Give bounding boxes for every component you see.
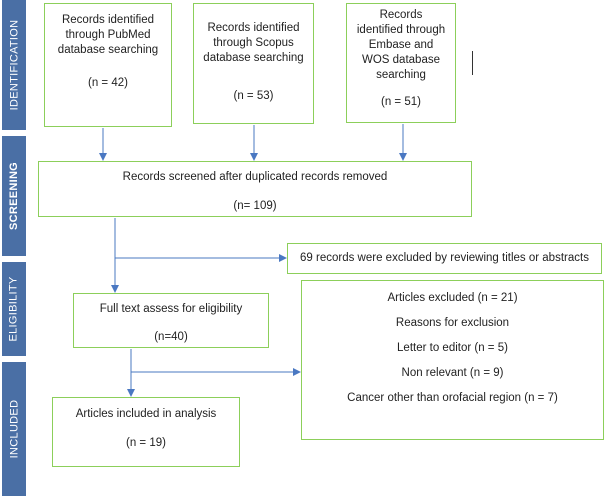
stage-eligibility: ELIGIBILITY bbox=[2, 262, 26, 356]
box-fulltext-text: Full text assess for eligibility bbox=[99, 303, 243, 315]
box-excluded-titles-text: 69 records were excluded by reviewing ti… bbox=[300, 252, 589, 264]
box-reason-item: Letter to editor (n = 5) bbox=[397, 342, 508, 354]
box-embase-text: Records identified through Embase and WO… bbox=[356, 9, 446, 81]
box-pubmed-count: (n = 42) bbox=[88, 77, 128, 89]
stage-screening: SCREENING bbox=[2, 136, 26, 256]
stage-eligibility-label: ELIGIBILITY bbox=[8, 276, 21, 342]
stray-cursor-mark bbox=[472, 51, 473, 75]
stage-screening-label: SCREENING bbox=[8, 161, 21, 231]
box-reason-item: Non relevant (n = 9) bbox=[401, 367, 504, 379]
box-reason-item: Cancer other than orofacial region (n = … bbox=[347, 392, 558, 404]
box-fulltext: Full text assess for eligibility (n=40) bbox=[73, 293, 269, 348]
box-embase-count: (n = 51) bbox=[381, 96, 421, 108]
box-included-text: Articles included in analysis bbox=[75, 408, 217, 420]
box-scopus-text: Records identified through Scopus databa… bbox=[203, 22, 304, 64]
box-excluded-titles: 69 records were excluded by reviewing ti… bbox=[287, 243, 602, 274]
box-fulltext-count: (n=40) bbox=[154, 331, 188, 343]
box-screened-text: Records screened after duplicated record… bbox=[122, 171, 388, 183]
box-embase: Records identified through Embase and WO… bbox=[346, 3, 456, 123]
box-scopus: Records identified through Scopus databa… bbox=[193, 3, 314, 124]
box-pubmed: Records identified through PubMed databa… bbox=[44, 3, 172, 127]
box-pubmed-text: Records identified through PubMed databa… bbox=[57, 14, 159, 56]
stage-identification: IDENTIFICATION bbox=[2, 0, 26, 130]
box-screened-count: (n= 109) bbox=[233, 200, 277, 212]
stage-included-label: INCLUDED bbox=[8, 399, 21, 459]
box-reasons-title: Reasons for exclusion bbox=[395, 317, 510, 329]
stage-included: INCLUDED bbox=[2, 362, 26, 496]
box-articles-excluded: Articles excluded (n = 21) Reasons for e… bbox=[301, 280, 604, 440]
box-scopus-count: (n = 53) bbox=[233, 90, 274, 102]
box-included-count: (n = 19) bbox=[126, 437, 166, 449]
box-articles-excluded-title: Articles excluded (n = 21) bbox=[387, 292, 518, 304]
stage-identification-label: IDENTIFICATION bbox=[8, 19, 20, 111]
box-screened: Records screened after duplicated record… bbox=[38, 161, 472, 217]
box-included: Articles included in analysis (n = 19) bbox=[52, 397, 240, 467]
